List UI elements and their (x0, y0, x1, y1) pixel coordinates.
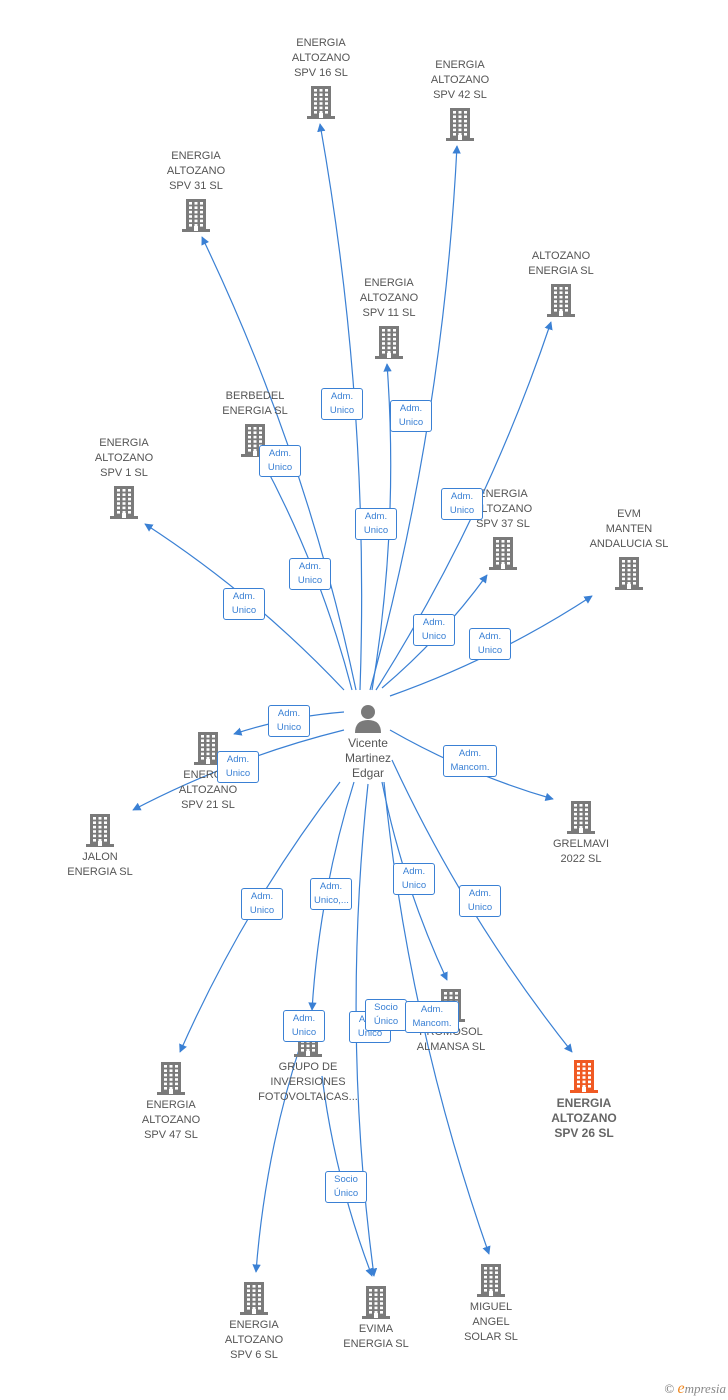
building-icon (436, 1263, 546, 1297)
edge-label-person-spv21[interactable]: Adm. Unico (268, 705, 310, 737)
edge-label-person-spv31[interactable]: Adm. Unico (259, 445, 301, 477)
edge-label-evima-promosol[interactable]: Socio Único (365, 999, 407, 1031)
brand-name: mpresia (684, 1381, 726, 1396)
footer-brand: © empresia (664, 1380, 726, 1398)
building-icon (199, 1281, 309, 1315)
edge-label-person-spv16[interactable]: Adm. Unico (321, 388, 363, 420)
company-node-spv31[interactable]: ENERGIA ALTOZANO SPV 31 SL (141, 149, 251, 232)
company-node-grelmavi[interactable]: GRELMAVI 2022 SL (526, 800, 636, 867)
edge-label-person-spv42[interactable]: Adm. Unico (390, 400, 432, 432)
building-icon (116, 1061, 226, 1095)
edge-label-person-berbedel[interactable]: Adm. Unico (289, 558, 331, 590)
building-icon (321, 1285, 431, 1319)
building-icon (153, 731, 263, 765)
building-icon (334, 325, 444, 359)
company-node-altener[interactable]: ALTOZANO ENERGIA SL (506, 249, 616, 317)
company-node-spv37[interactable]: ENERGIA ALTOZANO SPV 37 SL (448, 487, 558, 570)
company-label: GRELMAVI 2022 SL (552, 838, 610, 865)
edge-label-person-spv26[interactable]: Adm. Unico (459, 885, 501, 917)
building-icon (266, 85, 376, 119)
company-label: ENERGIA ALTOZANO SPV 26 SL (551, 1096, 617, 1140)
company-node-spv42[interactable]: ENERGIA ALTOZANO SPV 42 SL (405, 58, 515, 141)
company-label: BERBEDEL ENERGIA SL (222, 390, 288, 417)
edge-label-person-spv1[interactable]: Adm. Unico (223, 588, 265, 620)
edge-label-grupo-spv6[interactable]: Adm. Unico (283, 1010, 325, 1042)
company-label: JALON ENERGIA SL (67, 851, 133, 878)
company-label: EVM MANTEN ANDALUCIA SL (589, 508, 669, 550)
company-node-spv16[interactable]: ENERGIA ALTOZANO SPV 16 SL (266, 36, 376, 119)
company-node-evima[interactable]: EVIMA ENERGIA SL (321, 1285, 431, 1352)
company-label: ENERGIA ALTOZANO SPV 11 SL (359, 277, 419, 319)
edge-label-grupo-evima[interactable]: Socio Único (325, 1171, 367, 1203)
edge-label-person-grelmavi[interactable]: Adm. Mancom. (443, 745, 497, 777)
company-label: ENERGIA ALTOZANO SPV 42 SL (430, 59, 490, 101)
company-node-jalon[interactable]: JALON ENERGIA SL (45, 813, 155, 880)
edge-label-person-spv37[interactable]: Adm. Unico (413, 614, 455, 646)
company-node-spv11[interactable]: ENERGIA ALTOZANO SPV 11 SL (334, 276, 444, 359)
building-icon (529, 1059, 639, 1093)
company-node-spv47[interactable]: ENERGIA ALTOZANO SPV 47 SL (116, 1061, 226, 1143)
company-label: GRUPO DE INVERSIONES FOTOVOLTAICAS... (258, 1061, 358, 1103)
building-icon (405, 107, 515, 141)
building-icon (69, 485, 179, 519)
edge-label-person-miguel[interactable]: Adm. Mancom. (405, 1001, 459, 1033)
brand-initial: e (677, 1380, 685, 1397)
company-label: ENERGIA ALTOZANO SPV 6 SL (224, 1319, 284, 1361)
company-node-miguel[interactable]: MIGUEL ANGEL SOLAR SL (436, 1263, 546, 1345)
person-label: Vicente Martinez Edgar (344, 736, 391, 780)
edge-label-person-jalon[interactable]: Adm. Unico (217, 751, 259, 783)
company-label: ENERGIA ALTOZANO SPV 37 SL (473, 488, 533, 530)
edge-label-person-promosol[interactable]: Adm. Unico (393, 863, 435, 895)
company-label: ENERGIA ALTOZANO SPV 31 SL (166, 150, 226, 192)
person-icon (313, 703, 423, 733)
building-icon (45, 813, 155, 847)
company-node-spv1[interactable]: ENERGIA ALTOZANO SPV 1 SL (69, 436, 179, 519)
person-node[interactable]: Vicente Martinez Edgar (313, 703, 423, 781)
building-icon (141, 198, 251, 232)
edge-label-person-grupo[interactable]: Adm. Unico,... (310, 878, 352, 910)
company-label: ENERGIA ALTOZANO SPV 16 SL (291, 37, 351, 79)
company-label: ALTOZANO ENERGIA SL (528, 250, 594, 277)
company-node-spv6[interactable]: ENERGIA ALTOZANO SPV 6 SL (199, 1281, 309, 1363)
company-label: ENERGIA ALTOZANO SPV 47 SL (141, 1099, 201, 1141)
edge-label-person-evm[interactable]: Adm. Unico (469, 628, 511, 660)
building-icon (574, 556, 684, 590)
company-node-evm[interactable]: EVM MANTEN ANDALUCIA SL (574, 507, 684, 590)
building-icon (448, 536, 558, 570)
building-icon (526, 800, 636, 834)
copyright-symbol: © (664, 1381, 675, 1396)
company-label: MIGUEL ANGEL SOLAR SL (464, 1301, 518, 1343)
edge-label-person-spv11[interactable]: Adm. Unico (355, 508, 397, 540)
company-node-spv26[interactable]: ENERGIA ALTOZANO SPV 26 SL (529, 1059, 639, 1141)
building-icon (506, 283, 616, 317)
edge-label-person-altener[interactable]: Adm. Unico (441, 488, 483, 520)
company-label: EVIMA ENERGIA SL (343, 1323, 409, 1350)
edge-label-person-spv47[interactable]: Adm. Unico (241, 888, 283, 920)
edge-grupo-spv6 (252, 1039, 303, 1273)
company-label: ENERGIA ALTOZANO SPV 1 SL (94, 437, 154, 479)
